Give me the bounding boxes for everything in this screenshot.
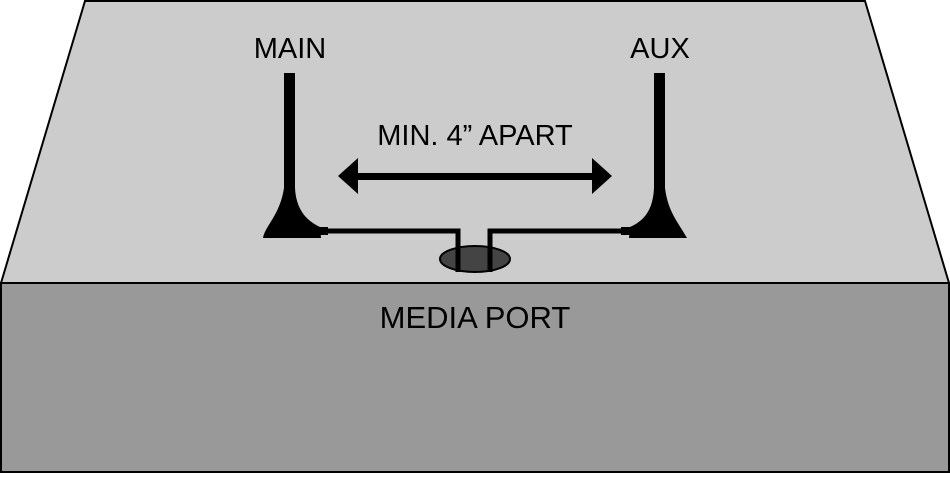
aux-antenna-whip <box>654 73 665 193</box>
media-port-hole <box>439 245 511 273</box>
spacing-arrow <box>338 158 612 194</box>
min-spacing-label: MIN. 4” APART <box>377 120 573 152</box>
spacing-arrow-shaft <box>352 173 598 180</box>
main-antenna-connector <box>316 227 328 235</box>
aux-antenna-cable <box>487 228 624 272</box>
aux-antenna-connector <box>621 227 633 235</box>
desk-front-face <box>0 282 950 473</box>
aux-antenna-base <box>629 188 687 238</box>
main-antenna-label: MAIN <box>254 33 327 65</box>
aux-antenna <box>621 73 687 238</box>
main-antenna-cable <box>326 228 461 272</box>
main-antenna-whip <box>284 73 295 193</box>
spacing-arrow-right-head <box>592 158 612 194</box>
aux-antenna-label: AUX <box>630 33 690 65</box>
antenna-cables <box>326 228 624 272</box>
main-antenna <box>263 73 328 238</box>
media-port-label: MEDIA PORT <box>380 300 571 335</box>
main-antenna-base <box>263 188 321 238</box>
spacing-arrow-left-head <box>338 158 358 194</box>
